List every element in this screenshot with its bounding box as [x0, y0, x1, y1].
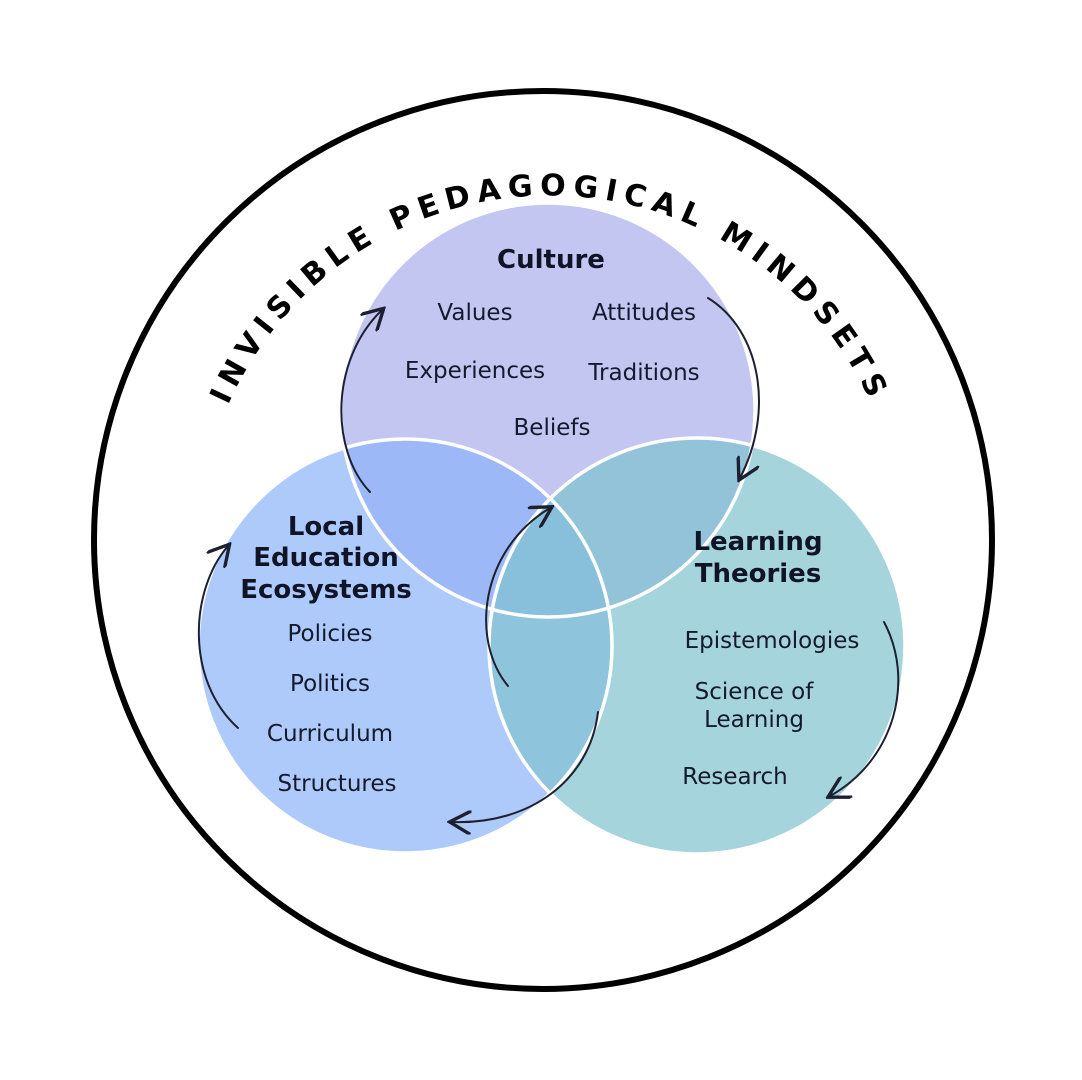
- arrow-icon: [830, 621, 900, 796]
- local-item: Curriculum: [267, 721, 393, 747]
- local-item: Structures: [278, 771, 397, 797]
- culture-item: Values: [437, 300, 512, 326]
- local-item: Politics: [290, 671, 370, 697]
- arrow-icon: [707, 297, 760, 478]
- arrow-icon: [485, 508, 550, 687]
- learning-item: Research: [682, 764, 788, 790]
- learning-title: Learning: [693, 527, 822, 557]
- culture-title: Culture: [497, 245, 605, 275]
- local-item: Policies: [287, 621, 372, 647]
- arrow-icon: [452, 711, 599, 822]
- local-title: Education: [253, 543, 399, 573]
- learning-item: Epistemologies: [685, 628, 860, 654]
- culture-item: Beliefs: [514, 415, 591, 441]
- local-title: Local: [288, 512, 364, 542]
- learning-item: Science of: [695, 679, 815, 705]
- arrow-icon: [340, 310, 382, 493]
- learning-title: Theories: [695, 559, 822, 589]
- local-title: Ecosystems: [240, 575, 412, 605]
- culture-item: Experiences: [405, 358, 545, 384]
- cycle-arrows: [197, 297, 900, 822]
- outer-circle: [91, 88, 995, 992]
- overlap-culture-learning: [489, 438, 755, 617]
- culture-item: Attitudes: [592, 300, 696, 326]
- learning-item: Learning: [704, 707, 804, 733]
- culture-item: Traditions: [587, 360, 699, 386]
- arrow-icon: [197, 546, 239, 729]
- overlap-culture-local: [341, 439, 612, 617]
